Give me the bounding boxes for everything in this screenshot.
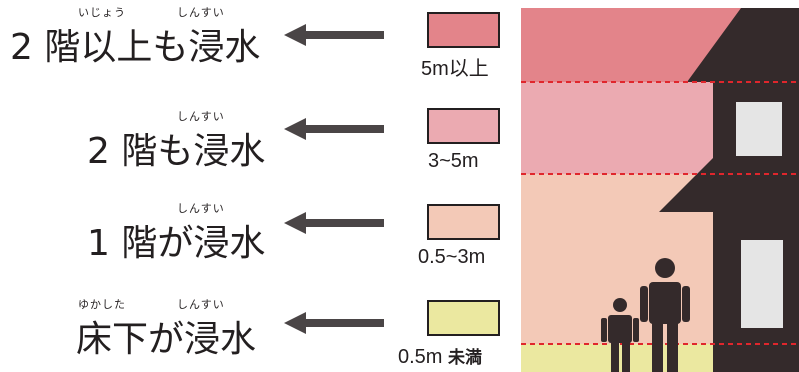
arrow-left-icon	[284, 312, 384, 334]
level-label: 1 階が浸水	[87, 223, 266, 264]
color-swatch-3-5m	[427, 108, 500, 144]
furigana-shinsui: しんすい	[177, 298, 225, 311]
color-swatch-5m-plus	[427, 12, 500, 48]
range-label: 5m以上	[421, 58, 489, 80]
furigana-shinsui: しんすい	[177, 6, 225, 19]
house-icon	[659, 8, 799, 372]
furigana-shinsui: しんすい	[177, 110, 225, 123]
range-value: 0.5m	[398, 346, 443, 368]
furigana-yukashita: ゆかした	[78, 298, 126, 311]
range-label: 0.5m 未満	[398, 343, 482, 369]
arrow-left-icon	[284, 118, 384, 140]
person-icon	[640, 258, 690, 372]
color-swatch-under-0-5m	[427, 300, 500, 336]
range-label: 0.5~3m	[418, 246, 486, 268]
window-upper	[736, 102, 782, 156]
window-lower	[741, 240, 783, 328]
arrow-left-icon	[284, 24, 384, 46]
level-label: 2 階も浸水	[87, 131, 266, 172]
level-label: 2 階以上も浸水	[10, 27, 261, 68]
arrow-left-icon	[284, 212, 384, 234]
range-suffix: 未満	[448, 348, 483, 367]
furigana-shinsui: しんすい	[177, 202, 225, 215]
furigana-ijou: いじょう	[78, 6, 126, 19]
level-label: 床下が浸水	[76, 319, 257, 360]
range-label: 3~5m	[428, 150, 479, 172]
flood-house-illustration	[521, 8, 799, 372]
person-icon	[601, 298, 639, 372]
color-swatch-0-5-3m	[427, 204, 500, 240]
